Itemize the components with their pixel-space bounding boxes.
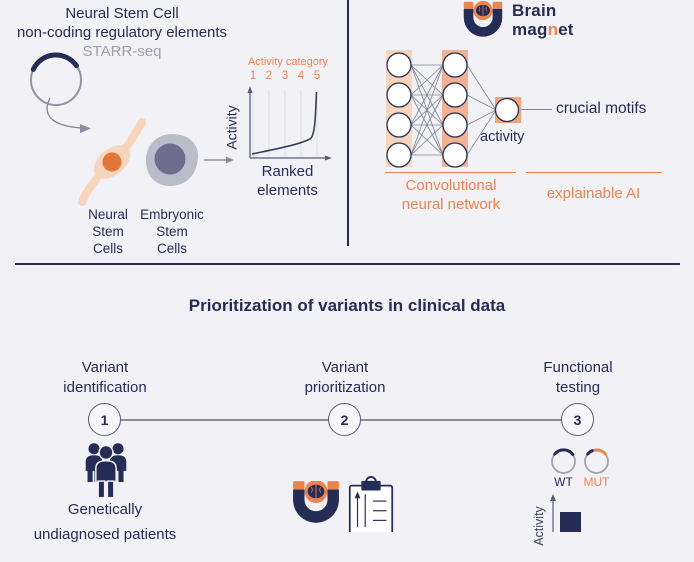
arrow-right-icon [204,156,234,164]
starr-seq-label: STARR-seq [82,43,162,60]
nn-activity-label: activity [480,129,525,145]
esc-label: Embryonic Stem Cells [140,207,204,256]
category-tick: 1 [249,70,257,82]
brain-magnet-small-icon [293,481,339,523]
genetically-caption-line1: Genetically [67,501,143,518]
infographic-canvas: { "left_panel": { "title_line1": "Neural… [2,0,680,546]
activity-category-ticks: 1 2 3 4 5 [247,70,323,82]
mini-chart-axis [550,494,556,532]
step-circle-3: 3 [561,403,594,436]
xai-underline [526,172,662,174]
left-panel-title: Neural Stem Cell non-coding regulatory e… [2,4,242,61]
curved-arrow-icon [46,97,91,133]
logo-word-magnet: magnet [512,20,574,39]
neural-network-diagram [386,50,521,168]
cnn-label: Convolutional neural network [401,177,501,213]
brain-magnet-logo-text: Brain magnet [512,1,574,39]
brain-magnet-logo-icon [463,1,503,37]
genetically-caption-line2: undiagnosed patients [33,526,177,543]
category-tick: 2 [265,70,273,82]
mut-label: MUT [583,475,610,489]
category-tick: 4 [297,70,305,82]
neural-stem-cell-icon [78,118,146,206]
mini-chart-activity-label: Activity [532,506,546,546]
horizontal-divider [15,263,680,265]
motifs-connector-line [521,109,552,110]
plasmid-icon [30,52,82,106]
ranked-elements-chart [247,86,332,161]
title-line-1: Neural Stem Cell [65,5,179,22]
category-tick: 5 [313,70,321,82]
logo-word-brain: Brain [512,1,557,20]
step-circle-1: 1 [88,403,121,436]
activity-axis-label: Activity [223,105,240,150]
patients-group-icon [85,443,127,499]
crucial-motifs-label: crucial motifs [556,100,647,117]
step-label-variant-prioritization: Variant prioritization [304,359,386,396]
wt-plasmid-icon [551,448,576,474]
explainable-ai-label: explainable AI [546,185,641,202]
wt-label: WT [554,475,573,489]
mini-chart-bar [560,512,581,532]
network-nodes [386,52,520,168]
logo-magnet-n-accent: n [547,20,559,39]
activity-category-header: Activity category [247,56,329,68]
clipboard-ranking-icon [348,476,394,532]
bottom-section-title: Prioritization of variants in clinical d… [188,296,506,315]
category-tick: 3 [281,70,289,82]
embryonic-stem-cell-icon [145,134,198,186]
cells-illustration [78,118,198,206]
step-circle-2: 2 [328,403,361,436]
step-label-variant-identification: Variant identification [63,359,147,396]
title-line-2: non-coding regulatory elements [16,24,228,41]
network-connections [410,64,497,156]
cnn-underline [385,172,516,174]
nsc-label: Neural Stem Cells [88,207,128,256]
ranked-elements-axis-label: Ranked elements [257,163,318,199]
step-label-functional-testing: Functional testing [543,359,613,396]
vertical-divider [347,0,349,246]
mut-plasmid-icon [584,448,609,474]
